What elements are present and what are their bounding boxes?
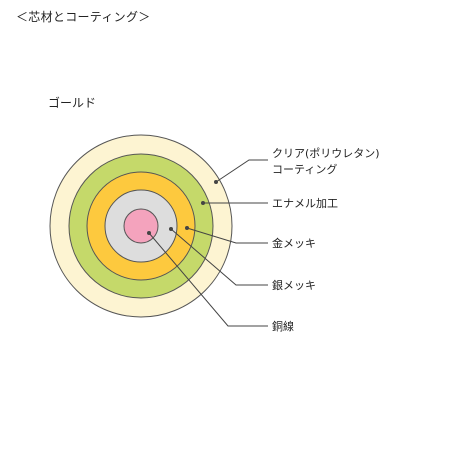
label-silver-plating: 銀メッキ (272, 278, 316, 292)
leader-line-silver-plating (170, 228, 268, 286)
page-heading: ＜芯材とコーティング＞ (16, 10, 151, 24)
label-enamel: エナメル加工 (272, 197, 338, 210)
leader-line-copper-wire (148, 232, 268, 327)
label-copper-wire: 銅線 (272, 319, 294, 333)
label-gold-plating: 金メッキ (272, 236, 316, 250)
leader-line-gold-plating (186, 227, 268, 244)
variant-label: ゴールド (48, 96, 97, 110)
label-clear-coating-line1: クリア(ポリウレタン) (272, 147, 380, 160)
label-clear-coating-line2: コーティング (272, 162, 337, 176)
leader-line-clear-coating (215, 159, 268, 183)
